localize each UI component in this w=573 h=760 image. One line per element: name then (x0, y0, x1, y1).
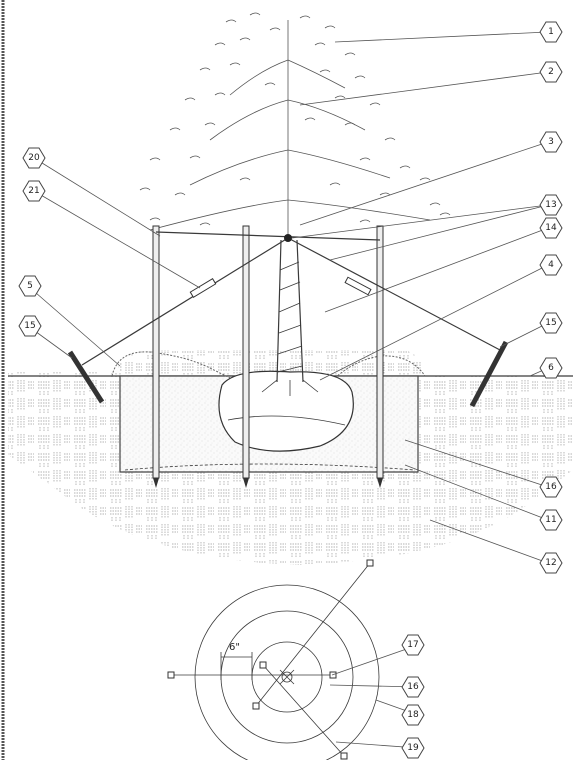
callout-11: 11 (539, 509, 563, 531)
callout-15-left: 15 (18, 315, 42, 337)
callout-1: 1 (539, 21, 563, 43)
guy-wire-right (287, 237, 501, 351)
svg-text:2: 2 (548, 67, 554, 77)
callout-15-right: 15 (539, 312, 563, 334)
guy-wire-left (81, 237, 289, 366)
callout-4: 4 (539, 254, 563, 276)
callout-21: 21 (22, 180, 46, 202)
trunk-tie-knot (284, 234, 292, 242)
svg-text:1: 1 (548, 27, 554, 37)
svg-text:3: 3 (548, 137, 554, 147)
svg-text:17: 17 (407, 640, 418, 650)
svg-text:6: 6 (548, 363, 554, 373)
svg-text:13: 13 (545, 200, 556, 210)
svg-text:18: 18 (407, 710, 419, 720)
callout-18: 18 (401, 704, 425, 726)
svg-text:15: 15 (545, 318, 556, 328)
callout-17: 17 (401, 634, 425, 656)
anchor-right (469, 340, 509, 408)
svg-text:4: 4 (548, 260, 554, 270)
plan-view (167, 559, 380, 760)
svg-text:5: 5 (27, 281, 33, 291)
tree-crown (139, 12, 451, 240)
svg-text:15: 15 (24, 321, 35, 331)
wire-hose-right (344, 276, 372, 296)
dimension-6in: 6" (229, 642, 240, 653)
stake-left (152, 225, 160, 488)
callout-19: 19 (401, 737, 425, 759)
root-ball-line (227, 415, 346, 426)
svg-text:20: 20 (28, 153, 40, 163)
root-ball (218, 370, 354, 452)
callout-6: 6 (539, 357, 563, 379)
callout-12: 12 (539, 552, 563, 574)
stake-center (242, 225, 250, 488)
stake-right (376, 225, 384, 488)
callout-20: 20 (22, 147, 46, 169)
svg-text:19: 19 (407, 743, 419, 753)
svg-text:16: 16 (545, 482, 557, 492)
callout-16-section: 16 (539, 476, 563, 498)
wire-hose-left (189, 278, 217, 298)
leader-lines (27, 31, 549, 749)
callout-14: 14 (539, 217, 563, 239)
anchor-left (67, 350, 105, 404)
tree-trunk (261, 239, 319, 396)
callout-2: 2 (539, 61, 563, 83)
svg-text:12: 12 (545, 558, 556, 568)
callout-16-plan: 16 (401, 676, 425, 698)
svg-text:16: 16 (407, 682, 419, 692)
callout-13: 13 (539, 194, 563, 216)
svg-text:11: 11 (545, 515, 556, 525)
callout-3: 3 (539, 131, 563, 153)
svg-text:21: 21 (28, 186, 39, 196)
mulch-berm-left (111, 351, 231, 379)
stake-tie-bar (155, 231, 381, 241)
callout-5: 5 (18, 275, 42, 297)
compacted-base (124, 463, 416, 471)
svg-text:14: 14 (545, 223, 557, 233)
